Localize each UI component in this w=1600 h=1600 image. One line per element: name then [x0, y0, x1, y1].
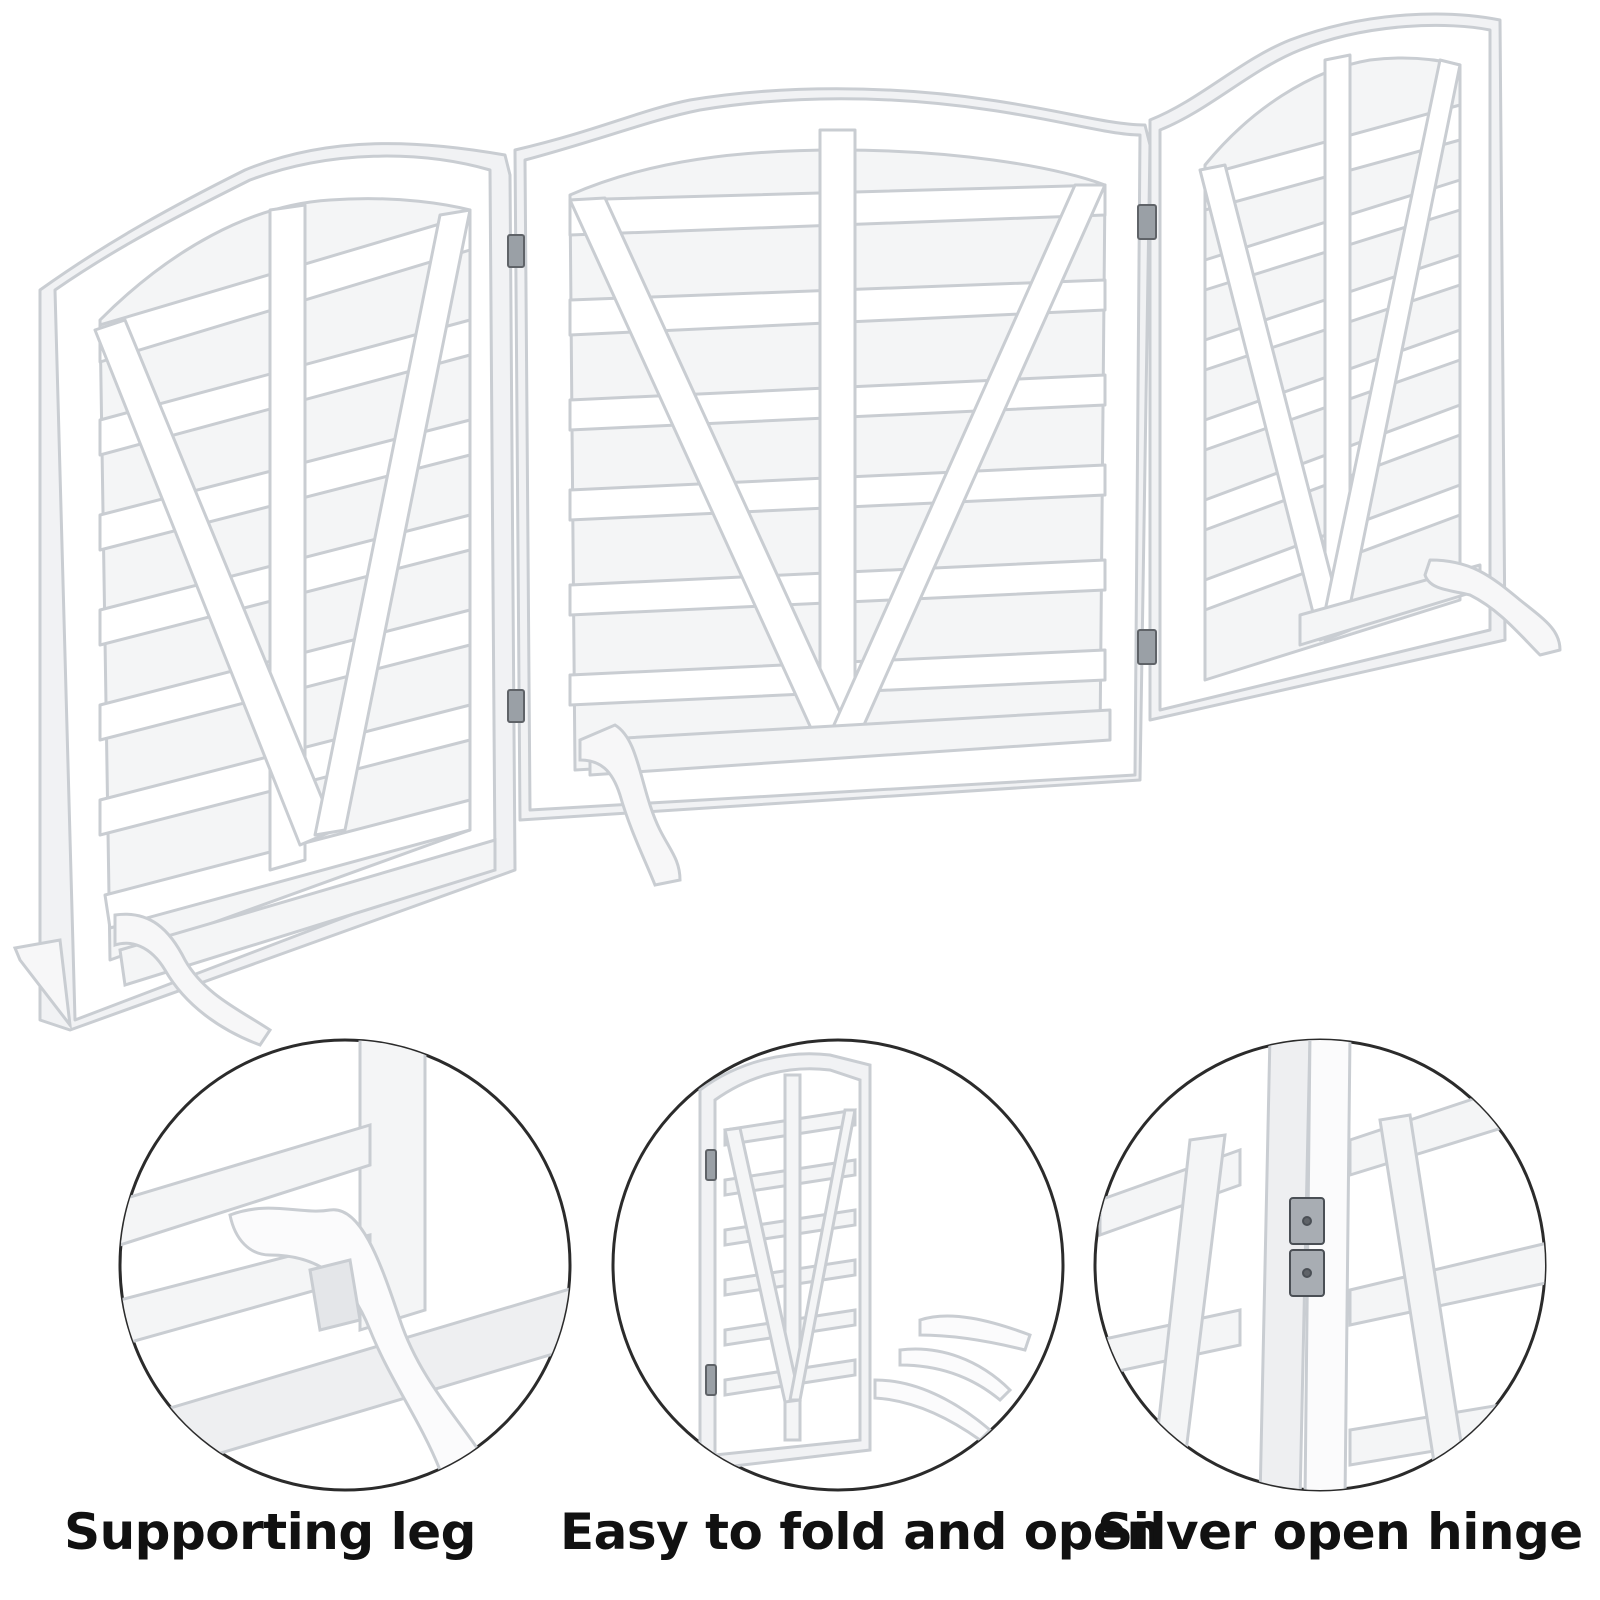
gate-panel-left [38, 142, 517, 1032]
gate-panel-center [513, 87, 1152, 822]
detail-supporting-leg [118, 1038, 572, 1492]
detail-silver-hinge [1093, 1038, 1547, 1492]
caption-supporting-leg: Supporting leg [64, 1503, 476, 1561]
caption-easy-fold: Easy to fold and open [560, 1503, 1162, 1561]
support-leg-center [578, 723, 682, 887]
hinge-icon [507, 204, 1157, 723]
support-leg-left [12, 837, 497, 1047]
gate-panel-right [1148, 12, 1562, 722]
detail-folded-gate [611, 1038, 1065, 1492]
hinge-icon [1289, 1197, 1325, 1297]
caption-silver-hinge: Silver open hinge [1097, 1503, 1583, 1561]
